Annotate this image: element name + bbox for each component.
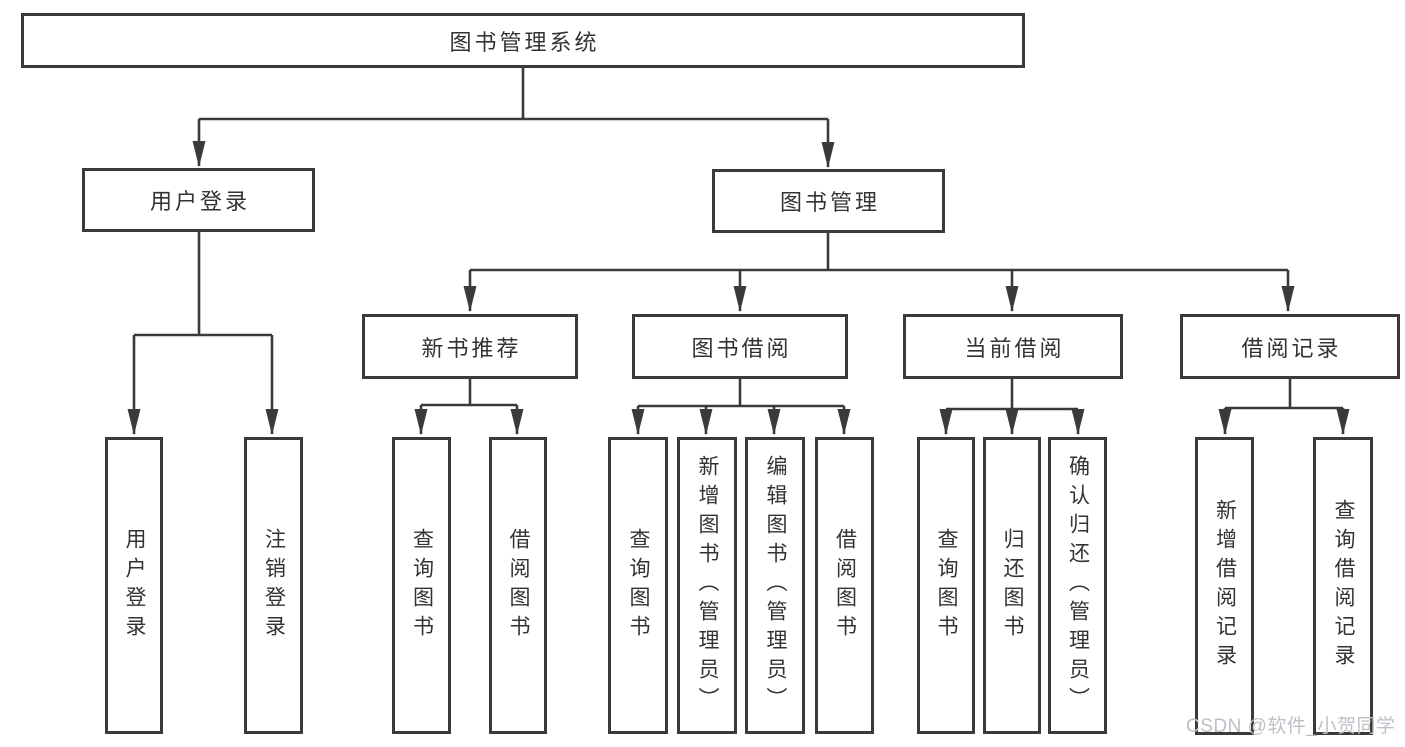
node-current-borrowing: 当前借阅 (903, 314, 1123, 379)
node-new-book-recommend: 新书推荐 (362, 314, 578, 379)
leaf-br-query-record: 查询借阅记录 (1313, 437, 1373, 735)
node-borrow-records: 借阅记录 (1180, 314, 1400, 379)
node-user-login-group: 用户登录 (82, 168, 315, 232)
root-node-library-system: 图书管理系统 (21, 13, 1025, 68)
csdn-watermark: CSDN @软件_小贺同学 (1186, 716, 1396, 737)
leaf-cb-confirm-return-admin: 确认归还（管理员） (1048, 437, 1107, 734)
node-book-management: 图书管理 (712, 169, 945, 233)
leaf-cb-query-books: 查询图书 (917, 437, 975, 734)
leaf-bb-query-books: 查询图书 (608, 437, 668, 734)
leaf-rec-borrow-books: 借阅图书 (489, 437, 547, 734)
leaf-rec-query-books: 查询图书 (392, 437, 451, 734)
leaf-bb-add-books-admin: 新增图书（管理员） (677, 437, 737, 734)
leaf-bb-borrow-books: 借阅图书 (815, 437, 874, 734)
leaf-cb-return-books: 归还图书 (983, 437, 1041, 734)
leaf-logout: 注销登录 (244, 437, 303, 734)
node-book-borrowing: 图书借阅 (632, 314, 848, 379)
leaf-user-login: 用户登录 (105, 437, 163, 734)
leaf-br-add-record: 新增借阅记录 (1195, 437, 1254, 735)
leaf-bb-edit-books-admin: 编辑图书（管理员） (745, 437, 805, 734)
